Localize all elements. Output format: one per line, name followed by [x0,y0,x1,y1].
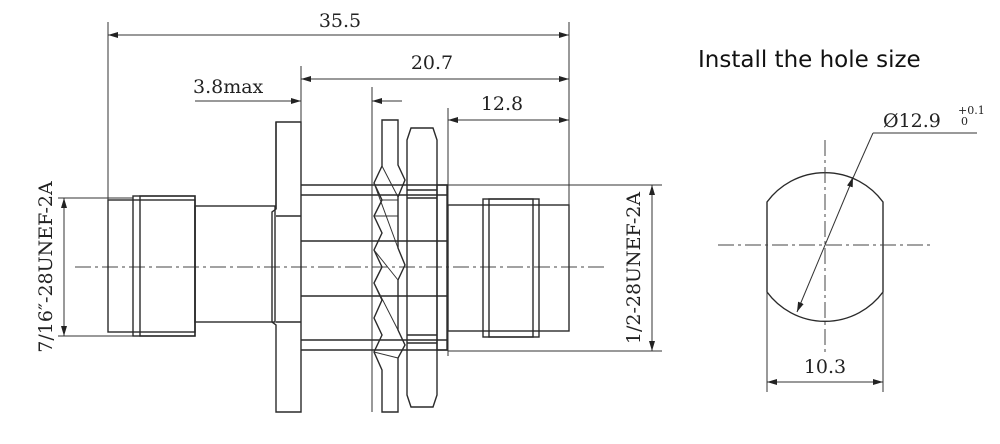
front-length-label: 12.8 [481,93,523,115]
overall-length-label: 35.5 [319,10,361,32]
dim-rear-length: 20.7 [300,52,569,122]
tolerance-lower: 0 [961,115,968,128]
hole-title: Install the hole size [698,47,921,73]
flat-width-label: 10.3 [804,356,846,378]
panel-thickness-label: 3.8max [193,76,264,98]
tolerance-upper: +0.1 [958,104,985,117]
rear-length-label: 20.7 [411,52,453,74]
right-thread-label: 1/2-28UNEF-2A [623,192,645,345]
hex-nut [406,127,448,408]
flange [271,121,302,413]
dim-overall-length: 35.5 [107,10,570,268]
left-thread-label: 7/16″-28UNEF-2A [35,181,57,353]
right-connector [447,198,570,338]
left-connector [107,195,276,337]
lock-washer [373,119,406,413]
dim-front-length: 12.8 [447,93,569,356]
mounting-hole: Ø12.9 +0.1 0 10.3 [718,104,985,392]
dim-panel-thickness: 3.8max [193,76,402,412]
hole-diameter-label: Ø12.9 [883,110,941,132]
dim-right-thread: 1/2-28UNEF-2A [448,184,662,352]
dim-left-thread: 7/16″-28UNEF-2A [35,181,133,353]
